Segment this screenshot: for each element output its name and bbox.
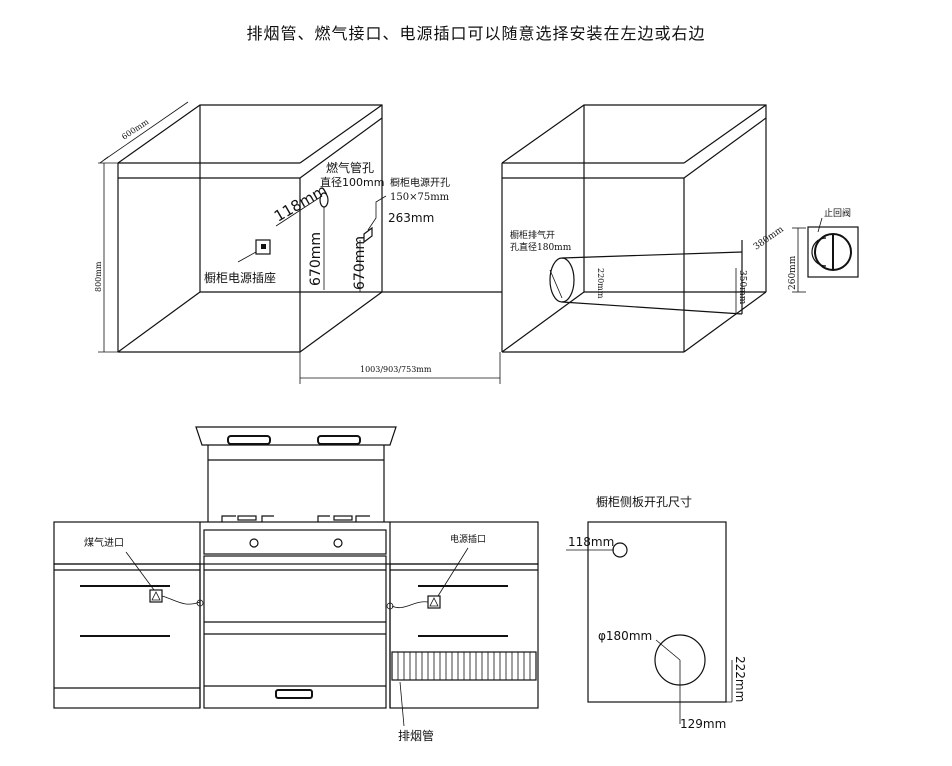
- socket-label: 橱柜电源插座: [204, 270, 276, 285]
- dim-180: φ180mm: [598, 629, 652, 643]
- dim-129: 129mm: [680, 717, 726, 731]
- exhaust-hole-title: 橱柜排气开: [510, 229, 555, 241]
- power-hole: 橱柜电源开孔 150×75mm 263mm 670mm: [352, 176, 450, 292]
- width-label: 1003/903/753mm: [360, 365, 432, 374]
- width-dimension: 1003/903/753mm: [299, 352, 501, 384]
- right-cabinet: [382, 104, 767, 353]
- power-socket: 电源插口: [386, 533, 486, 610]
- power-hole-offset: 263mm: [388, 211, 434, 225]
- power-socket-label: 电源插口: [450, 533, 486, 545]
- page-title: 排烟管、燃气接口、电源插口可以随意选择安装在左边或右边: [246, 24, 706, 43]
- front-view: [53, 426, 539, 709]
- side-panel-title: 橱柜侧板开孔尺寸: [596, 495, 692, 509]
- side-panel: 橱柜侧板开孔尺寸 118mm φ180mm 222mm 129mm: [566, 495, 747, 731]
- left-cabinet: [117, 104, 383, 353]
- power-hole-size: 150×75mm: [390, 192, 450, 203]
- gas-inlet-label: 煤气进口: [84, 536, 124, 549]
- gas-hole-diameter: 直径100mm: [320, 175, 384, 189]
- exhaust-pipe: 排烟管: [398, 681, 434, 743]
- exhaust-hole-diameter: 孔直径180mm: [510, 241, 572, 253]
- power-hole-height: 670mm: [352, 236, 368, 290]
- gas-hole-title: 燃气管孔: [326, 160, 374, 175]
- dim-260: 260mm: [788, 255, 798, 290]
- exhaust-duct: 橱柜排气开 孔直径180mm 220mm 380mm 350mm: [510, 224, 786, 315]
- depth-dimension: 600mm: [99, 101, 189, 164]
- dim-380: 380mm: [752, 224, 786, 252]
- check-valve: 260mm 止回阀: [788, 207, 859, 293]
- cabinet-socket: 橱柜电源插座: [204, 239, 276, 285]
- dim-222: 222mm: [733, 656, 747, 702]
- dim-350: 350mm: [737, 270, 747, 305]
- dim-220: 220mm: [596, 268, 605, 299]
- power-hole-title: 橱柜电源开孔: [390, 176, 450, 189]
- valve-label: 止回阀: [824, 207, 851, 219]
- dim-118: 118mm: [568, 535, 614, 549]
- height-dimension: 800mm: [94, 162, 118, 353]
- exhaust-pipe-label: 排烟管: [398, 728, 434, 743]
- height-label: 800mm: [94, 261, 103, 292]
- gas-hole-height: 670mm: [308, 232, 324, 286]
- gas-inlet: 煤气进口: [84, 536, 204, 607]
